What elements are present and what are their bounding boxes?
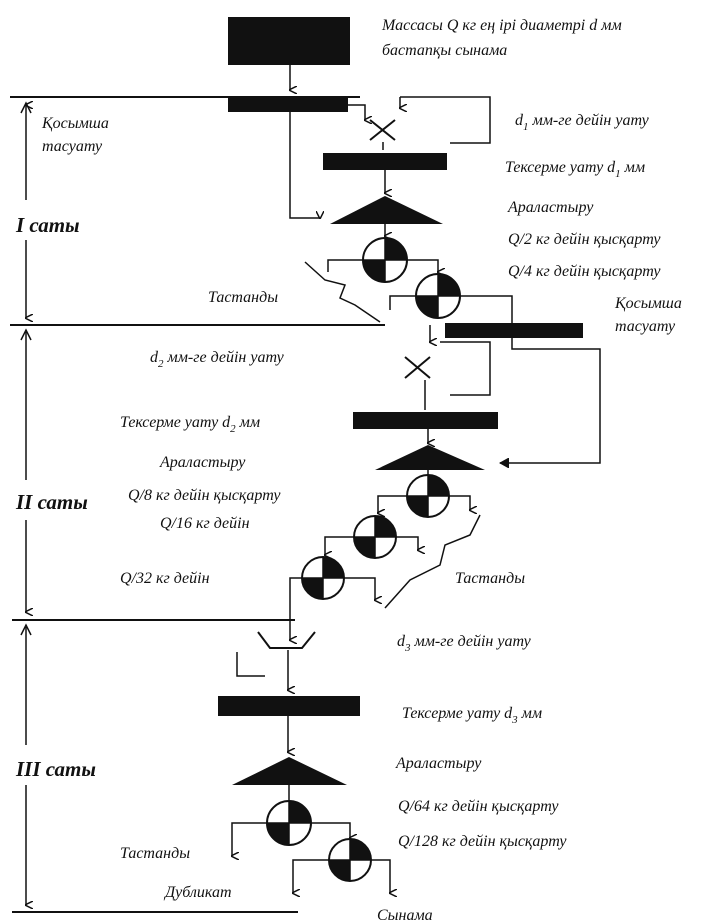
stage2-reduce2-label: Q/16 кг дейін <box>160 515 250 532</box>
stage2-extra-screening-line2: тасуату <box>615 318 676 335</box>
stage1-reject-bracket <box>304 261 381 323</box>
stage2-divider3-icon <box>301 556 345 600</box>
stage2-crush-label: d2 мм-ге дейін уату <box>150 349 285 370</box>
stage3-duplicate-label: Дубликат <box>163 884 232 901</box>
stage2-reduce3-label: Q/32 кг дейін <box>120 570 210 587</box>
stage2-reduce1-label: Q/8 кг дейін қысқарту <box>128 487 281 504</box>
stage3-reduce1-label: Q/64 кг дейін қысқарту <box>398 798 559 815</box>
stage2-reject-bracket <box>384 514 481 609</box>
stage3-mixing-cone <box>232 757 347 785</box>
initial-sample-label-line2: бастапқы сынама <box>382 42 507 59</box>
stage1-reduce1-label: Q/2 кг дейін қысқарту <box>508 231 661 248</box>
stage1-divider1-icon <box>362 237 408 283</box>
stage1-title: І саты <box>15 213 80 237</box>
stage3-crusher-icon <box>257 631 316 649</box>
stage1-reject-label: Тастанды <box>208 289 278 306</box>
stage1-check-screen-label: Тексерме уату d1 мм <box>505 159 645 180</box>
stage1-crush-label: d1 мм-ге дейін уату <box>515 112 650 133</box>
stage3-title: ІІІ саты <box>15 757 96 781</box>
stage3-span-arrow <box>20 623 31 905</box>
stage2-reject-label: Тастанды <box>455 570 525 587</box>
stage2-crusher-icon <box>404 356 431 379</box>
stage3-reduce2-label: Q/128 кг дейін қысқарту <box>398 833 567 850</box>
stage2-check-screen-bar <box>353 412 498 429</box>
stage2-divider2-icon <box>353 515 397 559</box>
initial-sample-label-line1: Массасы Q кг ең ірі диаметрі d мм <box>381 17 622 34</box>
stage1-mixing-cone <box>330 196 443 224</box>
stage1-extra-screen-bar <box>228 97 348 112</box>
stage3-divider2-icon <box>328 838 372 882</box>
stage1-span-arrow <box>20 103 31 318</box>
stage2-extra-screen-bar <box>445 323 583 338</box>
stage2-mixing-label: Араластыру <box>159 454 246 471</box>
stage3-mixing-label: Араластыру <box>395 755 482 772</box>
stage1-mixing-label: Араластыру <box>507 199 594 216</box>
stage1-extra-screening-line2: тасуату <box>42 138 103 155</box>
stage3-check-screen-label: Тексерме уату d3 мм <box>402 705 542 726</box>
stage2-divider1-icon <box>406 474 450 518</box>
stage1-divider2-icon <box>415 273 461 319</box>
stage1-extra-screening-line1: Қосымша <box>41 115 109 132</box>
stage3-check-screen-bar <box>218 696 360 716</box>
stage2-extra-screening-line1: Қосымша <box>614 295 682 312</box>
stage2-span-arrow <box>20 328 31 612</box>
stage1-reduce2-label: Q/4 кг дейін қысқарту <box>508 263 661 280</box>
stage1-crusher-icon <box>369 119 396 141</box>
stage2-mixing-cone <box>375 445 485 470</box>
stage3-reject-label: Тастанды <box>120 845 190 862</box>
stage2-check-screen-label: Тексерме уату d2 мм <box>120 414 260 435</box>
stage1-check-screen-bar <box>323 153 447 170</box>
stage3-sample-label: Сынама <box>377 907 433 923</box>
stage2-title: ІІ саты <box>15 490 88 514</box>
initial-sample-block <box>228 17 350 65</box>
stage3-crush-label: d3 мм-ге дейін уату <box>397 633 532 654</box>
stage3-divider1-icon <box>266 800 312 846</box>
